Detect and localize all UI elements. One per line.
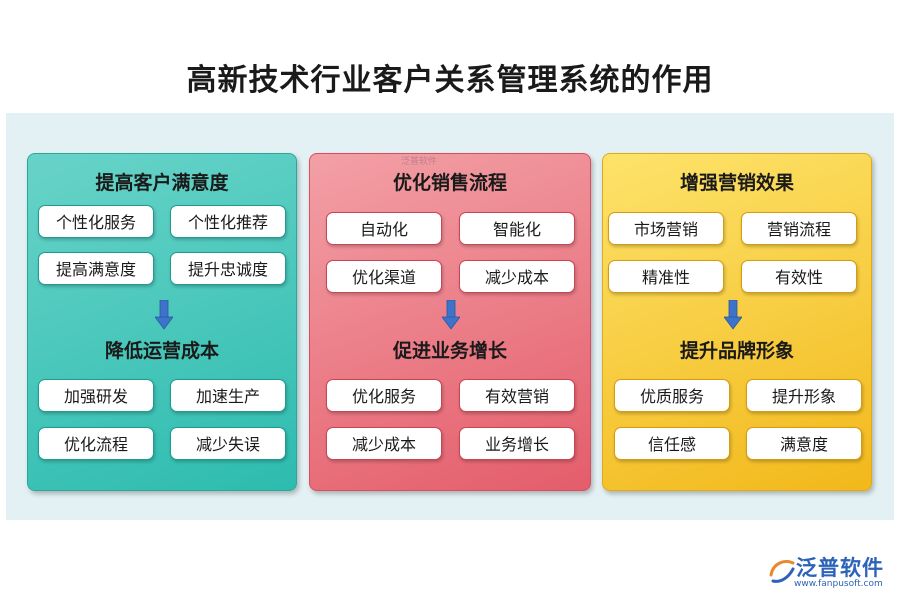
panel-title: 优化销售流程 [392,172,507,194]
item-automation: 自动化 [326,212,442,245]
page-title: 高新技术行业客户关系管理系统的作用 [186,63,714,98]
item-reduce-cost-2: 减少成本 [326,427,442,460]
item-optimize-channels: 优化渠道 [326,260,442,293]
down-arrow-icon [442,300,460,330]
watermark: 泛普软件 [401,157,438,167]
panel-sales-process: 优化销售流程 自动化 智能化 优化渠道 减少成本 促进业务增长 优化服务 有效营… [309,153,591,491]
item-improve-image: 提升形象 [746,379,862,412]
item-effectiveness: 有效性 [741,260,857,293]
down-arrow-icon [155,300,173,330]
logo-url: www.fanpusoft.com [794,579,883,589]
item-improve-satisfaction: 提高满意度 [38,252,154,285]
item-improve-loyalty: 提升忠诚度 [170,252,286,285]
panel-title: 提高客户满意度 [95,172,229,194]
item-quality-service: 优质服务 [614,379,730,412]
panel-middle-title: 降低运营成本 [104,340,219,362]
panel-marketing-effect: 增强营销效果 市场营销 营销流程 精准性 有效性 提升品牌形象 优质服务 提升形… [602,153,872,491]
item-business-growth: 业务增长 [459,427,575,460]
item-reduce-errors: 减少失误 [170,427,286,460]
item-optimize-process: 优化流程 [38,427,154,460]
panel-title: 增强营销效果 [679,172,794,194]
panel-middle-title: 提升品牌形象 [679,340,794,362]
item-personalized-service: 个性化服务 [38,205,154,238]
item-speed-production: 加速生产 [170,379,286,412]
item-marketing-process: 营销流程 [741,212,857,245]
item-personalized-recommendation: 个性化推荐 [170,205,286,238]
item-precision: 精准性 [608,260,724,293]
panel-customer-satisfaction: 提高客户满意度 个性化服务 个性化推荐 提高满意度 提升忠诚度 降低运营成本 加… [27,153,297,491]
item-intelligence: 智能化 [459,212,575,245]
item-optimize-service: 优化服务 [326,379,442,412]
item-market-marketing: 市场营销 [608,212,724,245]
fanpu-logo-icon [769,560,795,583]
item-satisfaction: 满意度 [746,427,862,460]
down-arrow-icon [724,300,742,330]
item-reduce-cost: 减少成本 [459,260,575,293]
item-effective-marketing: 有效营销 [459,379,575,412]
item-trust: 信任感 [614,427,730,460]
logo-name: 泛普软件 [796,556,884,580]
panel-middle-title: 促进业务增长 [392,340,507,362]
item-strengthen-rd: 加强研发 [38,379,154,412]
